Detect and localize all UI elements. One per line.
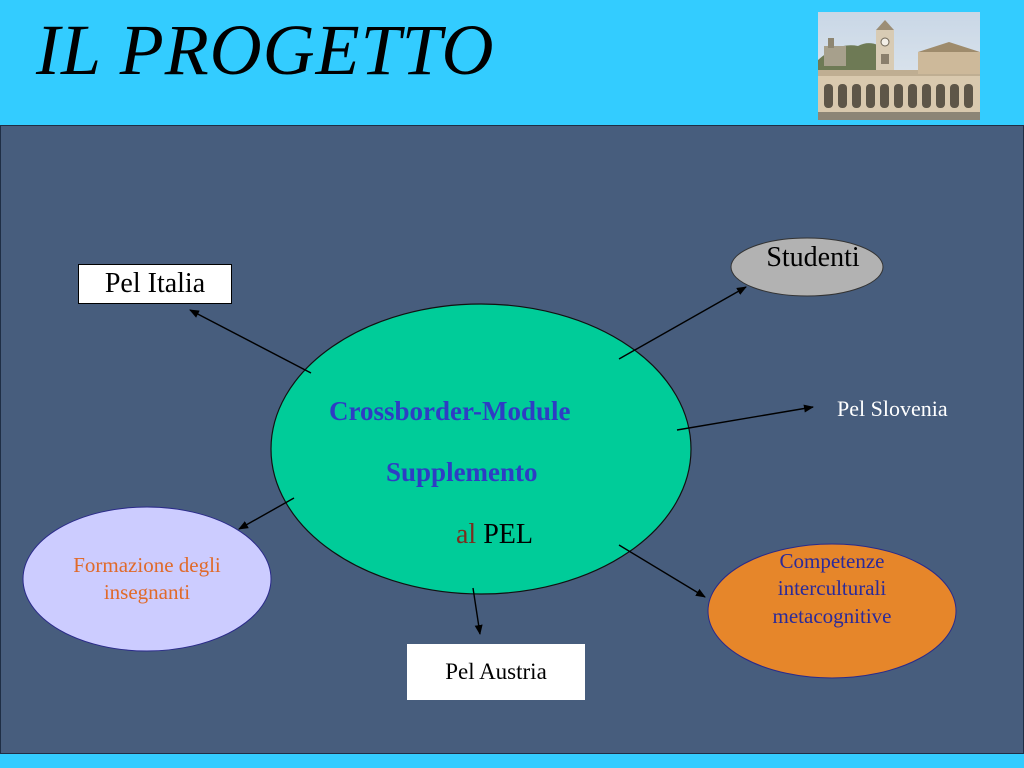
pel-italia-box: Pel Italia xyxy=(78,264,232,304)
studenti-label: Studenti xyxy=(766,242,860,273)
competenze-label: Competenze interculturali metacognitive xyxy=(708,546,956,676)
competenze-line3: metacognitive xyxy=(772,603,892,628)
building-photo-icon xyxy=(818,12,980,120)
diagram-panel: Crossborder-Module Supplemento al PEL Pe… xyxy=(0,125,1024,754)
center-line-module: Crossborder-Module xyxy=(329,396,571,426)
studenti-ellipse xyxy=(730,237,884,297)
competenze-line2: interculturali xyxy=(777,576,887,601)
formazione-line1: Formazione degli xyxy=(73,552,221,577)
center-word-pel: PEL xyxy=(483,519,533,550)
center-ellipse xyxy=(270,303,692,595)
center-line-supplemento: Supplemento xyxy=(386,457,538,487)
formazione-line2: insegnanti xyxy=(103,580,191,604)
arrow-to-formazione xyxy=(238,497,295,530)
arrow-to-studenti xyxy=(618,286,747,360)
formazione-ellipse xyxy=(22,506,272,652)
pel-slovenia-label: Pel Slovenia xyxy=(837,396,948,421)
slide-title: IL PROGETTO xyxy=(36,10,495,90)
arrow-to-pel-slovenia xyxy=(676,404,814,431)
building-photo xyxy=(818,12,980,120)
center-line-al-pel: al PEL xyxy=(456,519,533,551)
formazione-label: Formazione degli insegnanti xyxy=(23,506,271,652)
center-word-al: al xyxy=(456,519,477,550)
arrow-to-competenze xyxy=(618,544,706,598)
pel-austria-box: Pel Austria xyxy=(407,644,585,700)
competenze-line1: Competenze xyxy=(779,549,885,573)
competenze-ellipse xyxy=(707,543,957,679)
diagram-canvas xyxy=(22,237,957,679)
arrow-to-pel-italia xyxy=(189,309,312,374)
arrow-to-pel-austria xyxy=(472,587,483,635)
